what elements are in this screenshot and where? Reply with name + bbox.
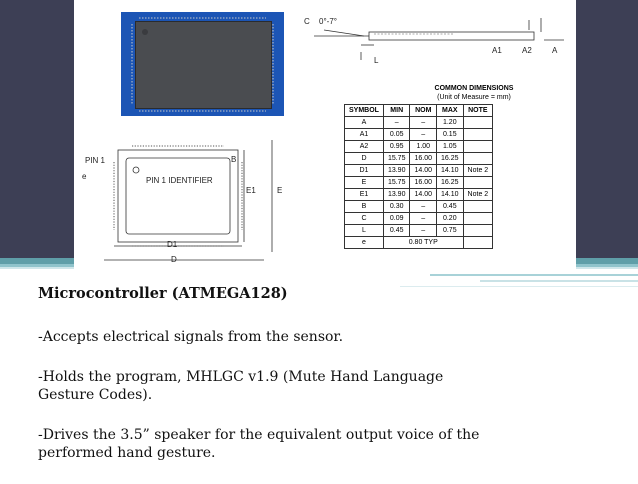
table-cell: E xyxy=(344,176,384,189)
table-cell: Note 2 xyxy=(462,188,494,201)
table-cell xyxy=(462,140,494,153)
slide-text: Microcontroller (ATMEGA128) -Accepts ele… xyxy=(38,285,498,484)
dimensions-header-cell: MIN xyxy=(382,104,411,117)
table-cell xyxy=(462,116,494,129)
label-e: e xyxy=(82,172,87,181)
table-cell: 0.20 xyxy=(436,212,464,225)
table-cell: 14.00 xyxy=(409,188,438,201)
table-cell: 15.75 xyxy=(382,152,411,165)
label-a2: A2 xyxy=(522,46,532,55)
table-cell: 0.45 xyxy=(382,224,411,237)
table-cell: 0.15 xyxy=(436,128,464,141)
dimensions-header-cell: NOM xyxy=(409,104,438,117)
dimensions-subtitle: (Unit of Measure = mm) xyxy=(437,94,511,101)
label-b: B xyxy=(231,155,237,164)
chip-pins xyxy=(131,17,274,112)
top-view-drawing xyxy=(104,140,273,261)
label-d: D xyxy=(171,255,177,264)
label-e1: E1 xyxy=(246,186,256,195)
label-a: A xyxy=(552,46,558,55)
dimensions-title: COMMON DIMENSIONS xyxy=(434,85,514,92)
side-profile-drawing xyxy=(314,18,564,60)
table-cell: C xyxy=(344,212,384,225)
table-cell: – xyxy=(409,224,438,237)
table-cell: 0.05 xyxy=(382,128,411,141)
table-cell: 14.10 xyxy=(436,164,464,177)
table-cell: B xyxy=(344,200,384,213)
table-cell: D xyxy=(344,152,384,165)
table-cell: 16.25 xyxy=(436,152,464,165)
table-cell: Note 2 xyxy=(462,164,494,177)
label-a1: A1 xyxy=(492,46,502,55)
label-pin1-identifier: PIN 1 IDENTIFIER xyxy=(146,176,213,185)
table-cell: 0.95 xyxy=(382,140,411,153)
label-pin1: PIN 1 xyxy=(85,156,106,165)
table-cell: A2 xyxy=(344,140,384,153)
table-row: A––1.20 xyxy=(344,116,494,129)
table-cell xyxy=(462,128,494,141)
slide-title: Microcontroller (ATMEGA128) xyxy=(38,285,288,302)
table-cell: 0.75 xyxy=(436,224,464,237)
table-cell: 13.90 xyxy=(382,188,411,201)
dimensions-header-cell: MAX xyxy=(436,104,464,117)
table-cell: 0.80 TYP xyxy=(382,236,464,249)
dimensions-header-cell: NOTE xyxy=(462,104,494,117)
table-cell: 14.00 xyxy=(409,164,438,177)
table-cell: 16.00 xyxy=(409,176,438,189)
table-cell: E1 xyxy=(344,188,384,201)
table-cell: A1 xyxy=(344,128,384,141)
datasheet-figure: C 0°-7° L A1 A2 A PIN 1 PIN 1 IDENTIFIER… xyxy=(74,0,576,272)
label-l: L xyxy=(374,56,379,65)
dimensions-header-cell: SYMBOL xyxy=(344,104,384,117)
bullet-line-3: -Drives the 3.5” speaker for the equival… xyxy=(38,427,480,461)
table-cell: L xyxy=(344,224,384,237)
table-cell: 0.09 xyxy=(382,212,411,225)
chip-package xyxy=(135,21,272,109)
table-cell xyxy=(462,152,494,165)
table-cell: – xyxy=(382,116,411,129)
table-cell xyxy=(462,224,494,237)
table-cell: D1 xyxy=(344,164,384,177)
table-cell: e xyxy=(344,236,384,249)
bullet-line-1: -Accepts electrical signals from the sen… xyxy=(38,329,344,345)
table-cell: 1.20 xyxy=(436,116,464,129)
table-cell xyxy=(462,200,494,213)
dimensions-title-block: COMMON DIMENSIONS (Unit of Measure = mm) xyxy=(404,84,544,102)
table-cell: 14.10 xyxy=(436,188,464,201)
table-cell xyxy=(462,176,494,189)
table-cell: 16.25 xyxy=(436,176,464,189)
label-c: C xyxy=(304,17,310,26)
table-cell: 16.00 xyxy=(409,152,438,165)
label-angle: 0°-7° xyxy=(319,17,337,26)
table-cell: A xyxy=(344,116,384,129)
table-cell: 15.75 xyxy=(382,176,411,189)
table-cell: 1.05 xyxy=(436,140,464,153)
table-cell: 1.00 xyxy=(409,140,438,153)
table-cell: 0.30 xyxy=(382,200,411,213)
chip-photo xyxy=(121,12,284,116)
table-cell: 13.90 xyxy=(382,164,411,177)
bullet-line-2: -Holds the program, MHLGC v1.9 (Mute Han… xyxy=(38,369,444,403)
label-d1: D1 xyxy=(167,240,178,249)
table-cell: – xyxy=(409,212,438,225)
table-cell xyxy=(462,212,494,225)
label-big-e: E xyxy=(277,186,283,195)
table-cell xyxy=(462,236,494,249)
table-cell: – xyxy=(409,200,438,213)
table-cell: – xyxy=(409,128,438,141)
table-cell: – xyxy=(409,116,438,129)
table-cell: 0.45 xyxy=(436,200,464,213)
